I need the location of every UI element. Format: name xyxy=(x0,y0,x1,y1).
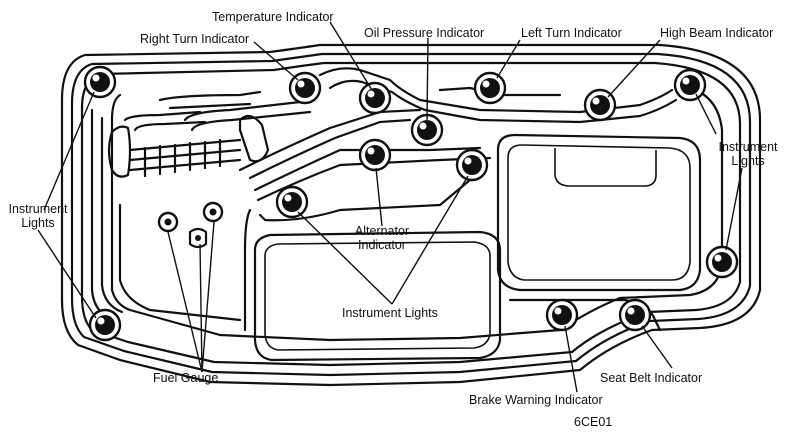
leader-lines xyxy=(37,21,743,393)
label-instrument-lights-center: Instrument Lights xyxy=(342,306,438,320)
label-instrument-lights-left-line1: Instrument xyxy=(8,202,68,216)
diag-trace-1 xyxy=(238,108,422,172)
bulb-oil-pressure xyxy=(358,81,392,115)
bulb-instrument-right xyxy=(705,245,739,279)
bulb-instrument-lower-left xyxy=(88,308,122,342)
label-instrument-lights-right: Instrument Lights xyxy=(716,140,780,168)
bulb-instrument-center-right xyxy=(455,148,489,182)
left-pad xyxy=(107,125,132,178)
bus-trace-2 xyxy=(100,116,124,314)
label-temperature-indicator: Temperature Indicator xyxy=(212,10,334,24)
bulb-right-turn xyxy=(83,65,117,99)
label-alternator-indicator-line2: Indicator xyxy=(358,238,406,252)
inner-trace-2 xyxy=(243,208,252,332)
diag-trace-3 xyxy=(253,146,482,192)
bulb-seat-belt xyxy=(618,298,652,332)
center-window-inner xyxy=(264,241,491,351)
diag-trace-4 xyxy=(256,156,492,202)
bulb-alternator xyxy=(358,138,392,172)
inner-trace-1 xyxy=(118,203,242,322)
label-left-turn-indicator: Left Turn Indicator xyxy=(521,26,622,40)
top-trace-1 xyxy=(318,67,674,114)
bulb-brake-warning xyxy=(545,298,579,332)
right-window-inner xyxy=(507,144,691,281)
label-high-beam-indicator: High Beam Indicator xyxy=(660,26,774,40)
bulb-instrument-top-right xyxy=(673,68,707,102)
bulb-high-beam xyxy=(583,88,617,122)
label-instrument-lights-right-line2: Lights xyxy=(731,154,765,168)
right-window-outer xyxy=(496,133,702,292)
label-oil-pressure-indicator: Oil Pressure Indicator xyxy=(364,26,485,40)
bulb-temperature xyxy=(288,71,322,105)
fuel-gauge-terminals xyxy=(157,201,224,249)
label-instrument-lights-right-line1: Instrument xyxy=(718,140,778,154)
figure-code: 6CE01 xyxy=(574,415,613,429)
label-seat-belt-indicator: Seat Belt Indicator xyxy=(600,371,703,385)
board-outline xyxy=(60,43,762,387)
outer-trace-3 xyxy=(110,83,724,342)
label-instrument-lights-left-line2: Lights xyxy=(21,216,55,230)
bulb-instrument-center-left xyxy=(275,185,309,219)
label-alternator-indicator-line1: Alternator xyxy=(354,224,410,238)
bus-trace-4 xyxy=(133,120,207,132)
label-fuel-gauge: Fuel Gauge xyxy=(153,371,219,385)
bulb-oil-pressure-lower xyxy=(410,113,444,147)
center-right-pad xyxy=(238,114,270,163)
label-brake-warning-indicator: Brake Warning Indicator xyxy=(469,393,603,407)
label-right-turn-indicator: Right Turn Indicator xyxy=(140,32,250,46)
label-alternator-indicator: Alternator Indicator xyxy=(346,224,418,252)
bulb-left-turn xyxy=(473,71,507,105)
top-trace-2 xyxy=(328,79,678,124)
bus-trace-1 xyxy=(90,108,120,324)
inner-trace-3 xyxy=(258,178,472,222)
bus-trace-3 xyxy=(123,110,202,122)
central-connector xyxy=(128,90,312,178)
diag-trace-2 xyxy=(248,118,412,180)
label-instrument-lights-left: Instrument Lights xyxy=(6,202,70,230)
center-window-outer xyxy=(253,230,502,362)
outer-trace-1 xyxy=(70,52,752,377)
right-window-notch xyxy=(554,148,657,187)
